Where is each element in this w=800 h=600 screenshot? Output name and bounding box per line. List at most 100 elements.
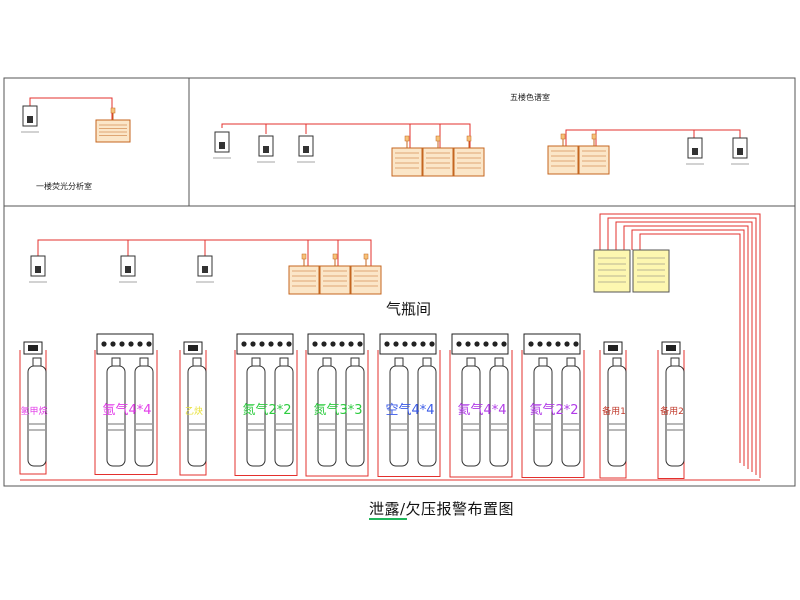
wire-bus-3 <box>623 225 749 469</box>
pressure-alarm-display <box>608 345 618 351</box>
main-controller-1 <box>593 249 631 293</box>
manifold-valve <box>456 341 462 347</box>
cylinder-valve <box>466 357 476 367</box>
detector-sensor <box>202 266 208 273</box>
controller-beacon <box>363 253 369 260</box>
gas-label-10: 备用2 <box>660 405 684 417</box>
manifold-valve <box>259 341 265 347</box>
room-label-chromatography: 五楼色谱室 <box>510 93 550 102</box>
detector-sensor <box>737 148 743 155</box>
gas-label-4: 氮气2*2 <box>242 402 291 418</box>
manifold-valve <box>110 341 116 347</box>
cylinder-valve <box>192 357 202 367</box>
cylinder-valve <box>494 357 504 367</box>
manifold-valve <box>384 341 390 347</box>
detector-gasroom-b <box>119 255 137 283</box>
manifold-valve <box>312 341 318 347</box>
cylinder-group-6: 空气4*4 <box>379 333 437 467</box>
caption-underline <box>369 518 407 520</box>
controller-beacon <box>332 253 338 260</box>
detector-room2-d <box>686 137 704 165</box>
manifold-panel <box>307 333 365 355</box>
manifold-valve <box>119 341 125 347</box>
gas-label-5: 氮气3*3 <box>313 402 362 418</box>
wire-bus-4 <box>631 229 745 466</box>
wire-cylinder-loop-6 <box>377 350 441 477</box>
cylinder-valve <box>394 357 404 367</box>
manifold-panel <box>236 333 294 355</box>
wire-cylinder-loop-4 <box>234 350 298 476</box>
controller-room2-d <box>547 133 579 175</box>
cylinder-group-4: 氮气2*2 <box>236 333 294 467</box>
wire-bus-0 <box>599 213 761 478</box>
controller-room1 <box>95 107 131 143</box>
manifold-valve <box>528 341 534 347</box>
detector-sensor <box>27 116 33 123</box>
detector-gasroom-c <box>196 255 214 283</box>
controller-body <box>319 265 351 295</box>
controller-room2-c <box>453 135 485 177</box>
device-layer <box>21 105 749 295</box>
manifold-valve <box>501 341 507 347</box>
cylinder-valve <box>139 357 149 367</box>
gas-label-8: 氦气2*2 <box>529 402 578 418</box>
detector-sensor <box>263 146 269 153</box>
manifold-valve <box>357 341 363 347</box>
manifold-valve <box>402 341 408 347</box>
manifold-valve <box>546 341 552 347</box>
manifold-valve <box>330 341 336 347</box>
room-frame-chromatography <box>188 77 796 207</box>
controller-body <box>288 265 320 295</box>
controller-body <box>547 145 579 175</box>
manifold-valve <box>474 341 480 347</box>
controller-beacon <box>435 135 441 142</box>
cylinder-group-2: 氩气4*4 <box>96 333 154 467</box>
manifold-valve <box>555 341 561 347</box>
diagram-caption: 泄露/欠压报警布置图 <box>369 500 515 518</box>
detector-room2-b <box>257 135 275 163</box>
controller-beacon <box>591 133 597 140</box>
cylinder-valve <box>612 357 622 367</box>
manifold-valve <box>277 341 283 347</box>
manifold-valve <box>339 341 345 347</box>
room-label-gas-cylinder: 气瓶间 <box>386 300 432 318</box>
gas-label-1: 氢甲烷 <box>20 405 47 417</box>
wire-bus-2 <box>615 221 753 472</box>
manifold-valve <box>137 341 143 347</box>
controller-room2-b <box>422 135 454 177</box>
controller-body <box>391 147 423 177</box>
alarm-wiring <box>19 97 761 481</box>
cylinder-group-9: 备用1 <box>602 341 627 467</box>
manifold-valve <box>128 341 134 347</box>
cylinder-valve <box>251 357 261 367</box>
detector-room2-c <box>297 135 315 163</box>
wire-bus-5 <box>639 233 741 463</box>
detector-sensor <box>35 266 41 273</box>
controller-room2-e <box>578 133 610 175</box>
manifold-valve <box>564 341 570 347</box>
wire-cylinder-loop-8 <box>521 350 585 478</box>
main-controller-2 <box>632 249 670 293</box>
controller-beacon <box>301 253 307 260</box>
manifold-valve <box>411 341 417 347</box>
cylinder-group-1: 氢甲烷 <box>20 341 48 467</box>
manifold-valve <box>465 341 471 347</box>
controller-body <box>422 147 454 177</box>
cylinder-valve <box>111 357 121 367</box>
wire-bus-1 <box>607 217 757 475</box>
room-label-fluorescence: 一楼荧光分析室 <box>36 182 92 191</box>
manifold-valve <box>241 341 247 347</box>
manifold-valve <box>101 341 107 347</box>
detector-sensor <box>303 146 309 153</box>
wire-room1 <box>29 97 113 120</box>
manifold-valve <box>429 341 435 347</box>
cylinder-group-3: 乙炔 <box>183 341 207 467</box>
detector-sensor <box>692 148 698 155</box>
cylinder-group-8: 氦气2*2 <box>523 333 581 467</box>
detector-room2-e <box>731 137 749 165</box>
cylinder-valve <box>350 357 360 367</box>
pressure-alarm-display <box>666 345 676 351</box>
detector-sensor <box>125 266 131 273</box>
detector-gasroom-a <box>29 255 47 283</box>
